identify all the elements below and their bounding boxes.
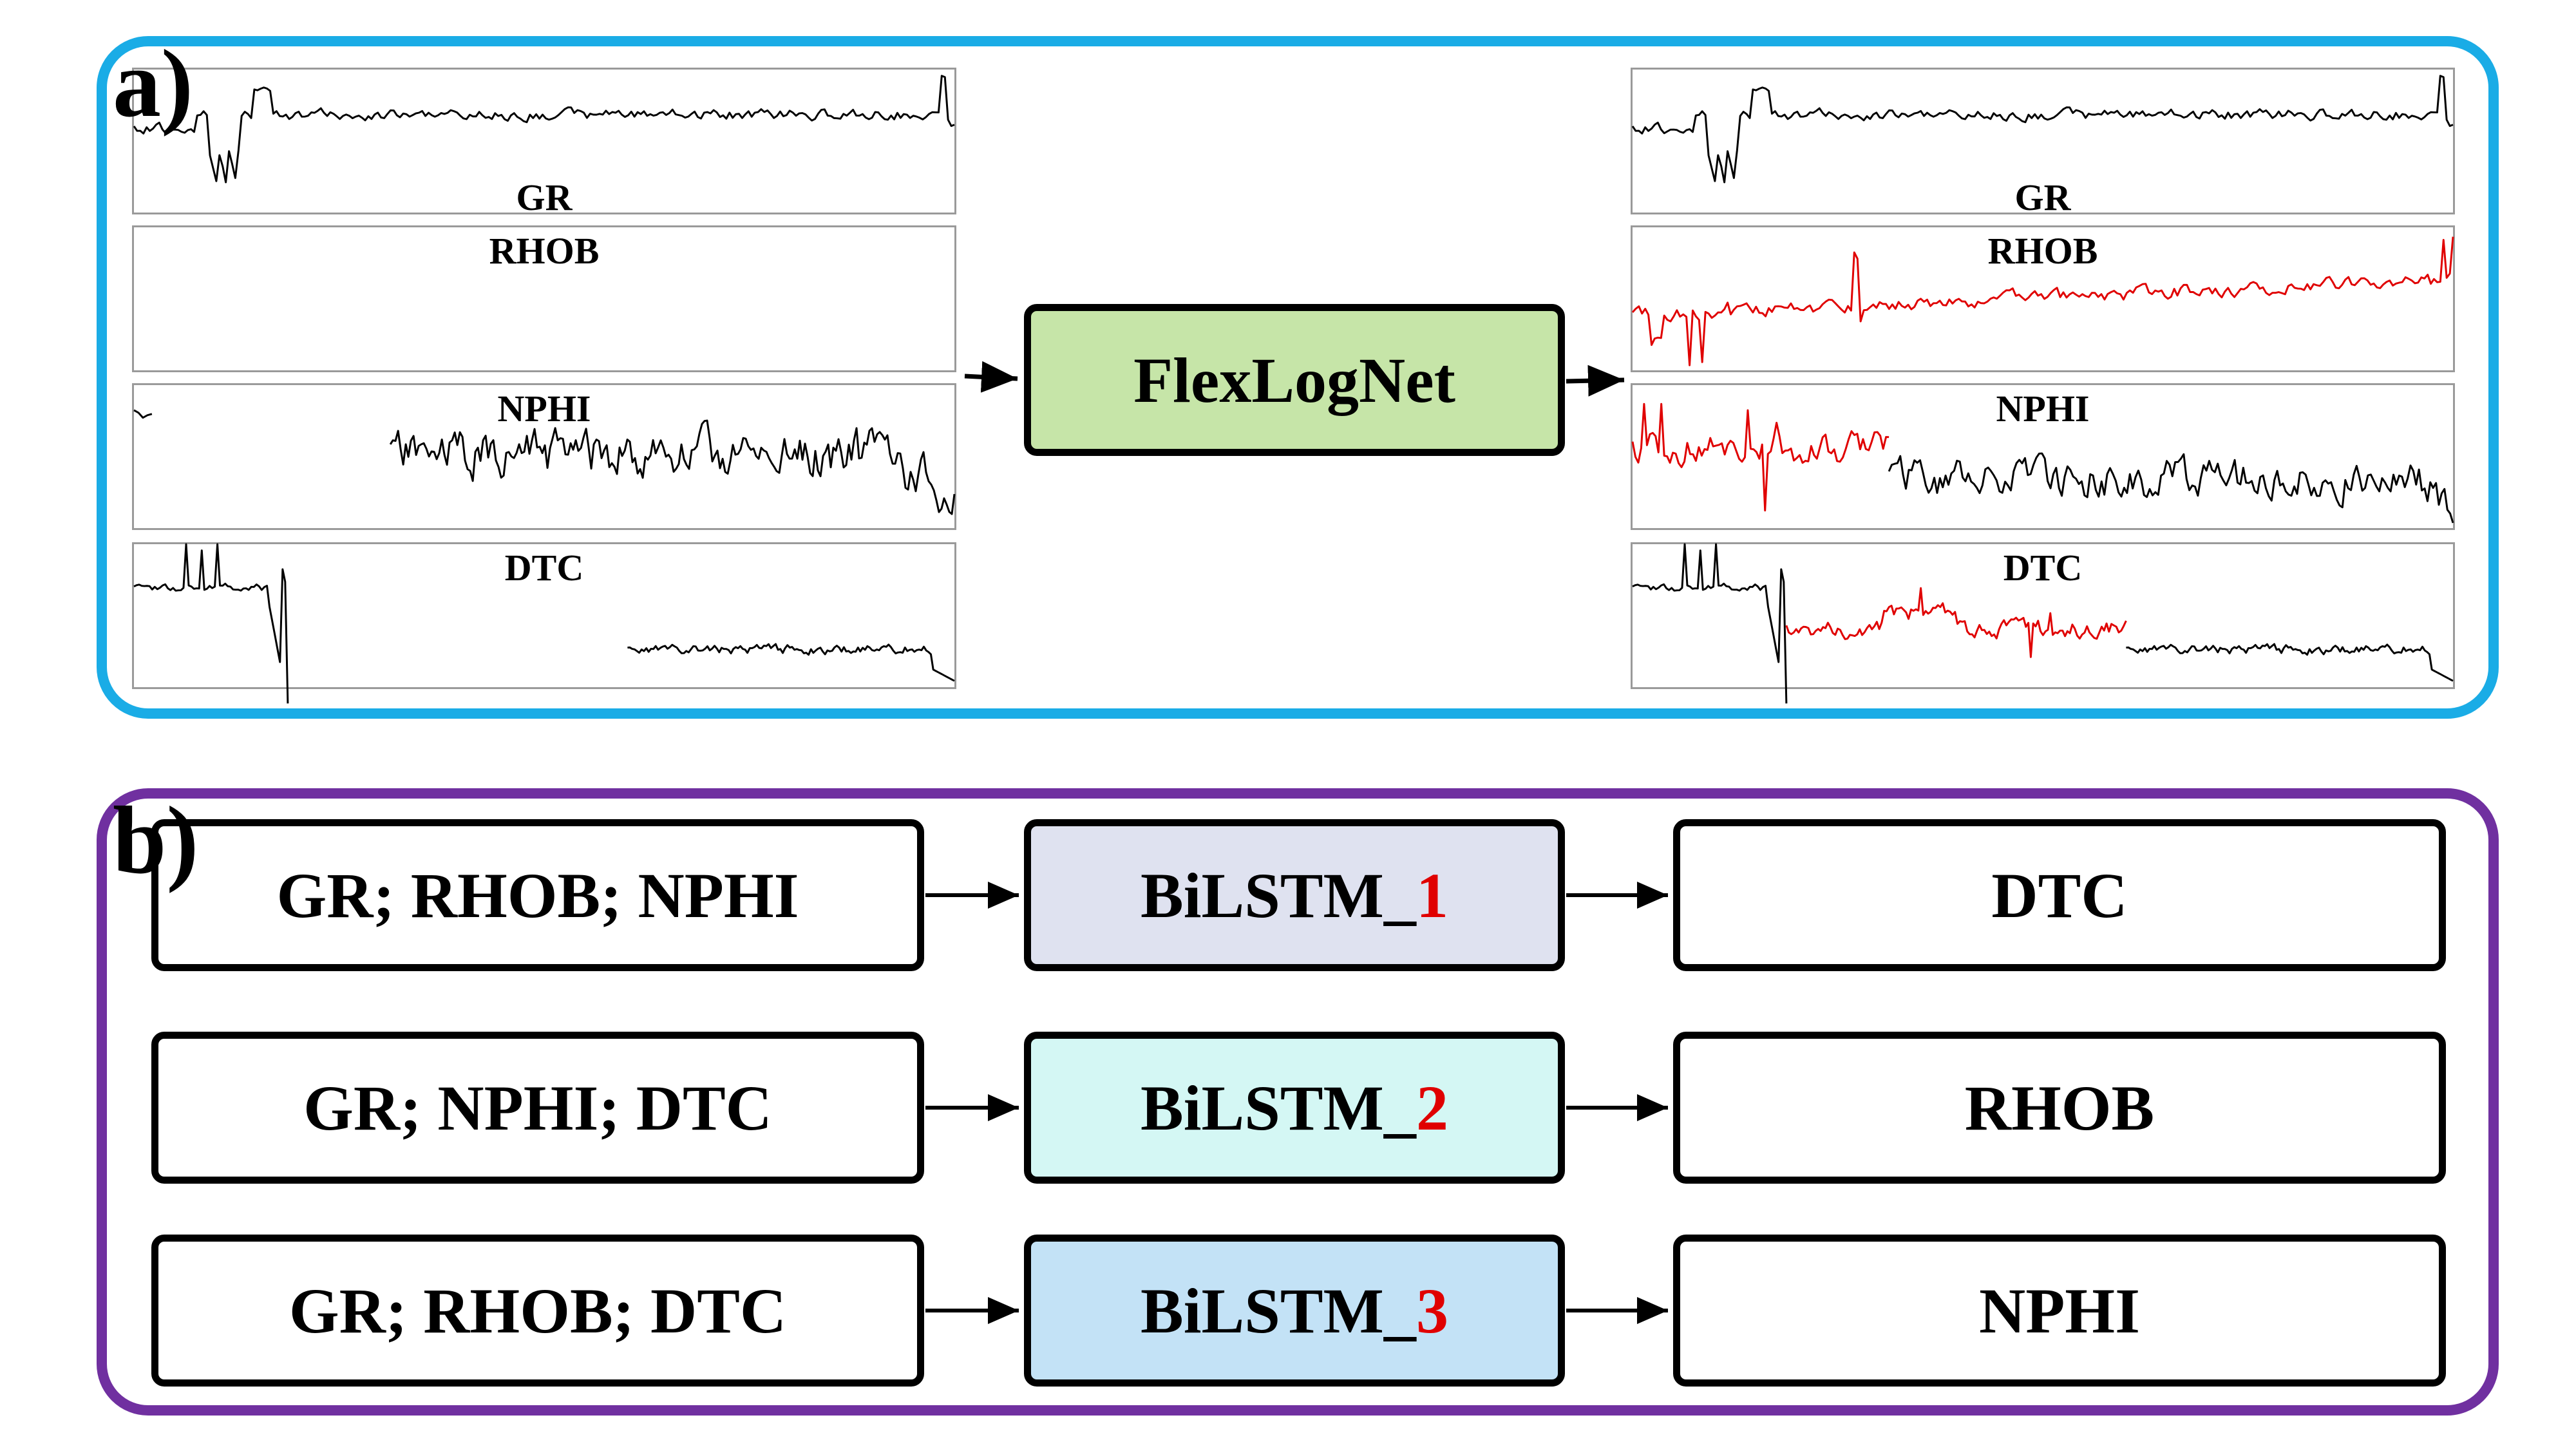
bilstm-2-index: 2 (1416, 1072, 1448, 1144)
panel-a-tag: a) (113, 30, 193, 137)
output-rhob-trace (1631, 236, 2454, 366)
target-label-1: DTC (1991, 859, 2128, 931)
target-box-3: NPHI (1673, 1235, 2446, 1387)
output-dtc-measured-early (1632, 543, 1788, 704)
output-dtc-predicted (1785, 587, 2127, 658)
output-dtc-measured-late (2126, 643, 2454, 682)
bilstm-1-index: 1 (1416, 859, 1448, 931)
input-log-label-rhob: RHOB (489, 230, 600, 272)
output-dtc-trace (1632, 543, 2454, 704)
flexlognet-box: FlexLogNet (1024, 304, 1565, 456)
output-gr-trace (1631, 75, 2454, 184)
bilstm-3-prefix: BiLSTM_ (1141, 1274, 1416, 1347)
bilstm-3-box: BiLSTM_3 (1024, 1235, 1565, 1387)
output-log-plot-gr: GR (1631, 68, 2455, 218)
output-log-label-nphi: NPHI (1996, 388, 2090, 430)
output-nphi-measured (1888, 452, 2454, 524)
bilstm-3-index: 3 (1416, 1274, 1448, 1347)
output-log-label-dtc: DTC (2003, 547, 2083, 589)
output-log-plot-dtc: DTC (1631, 542, 2455, 704)
input-dtc-early (133, 543, 289, 704)
input-dtc-late (627, 643, 955, 682)
target-box-2: RHOB (1673, 1032, 2446, 1184)
input-log-plot-gr: GR (132, 68, 956, 218)
panel-b-tag: b) (113, 787, 199, 894)
input-gr-trace (133, 75, 955, 184)
input-dtc-trace (133, 543, 955, 704)
input-log-plot-dtc: DTC (132, 542, 956, 704)
output-nphi-predicted (1631, 402, 1889, 512)
input-log-plot-nphi: NPHI (132, 383, 956, 530)
input-set-label-3: GR; RHOB; DTC (289, 1274, 787, 1347)
input-set-label-2: GR; NPHI; DTC (303, 1072, 772, 1144)
target-label-2: RHOB (1964, 1072, 2155, 1144)
output-gr-series (1631, 75, 2454, 184)
panel-a-frame (97, 36, 2499, 719)
target-box-1: DTC (1673, 819, 2446, 971)
input-log-label-gr: GR (516, 176, 573, 218)
output-log-label-rhob: RHOB (1987, 230, 2098, 272)
input-set-box-2: GR; NPHI; DTC (151, 1032, 924, 1184)
input-gr-series (133, 75, 955, 184)
bilstm-2-box: BiLSTM_2 (1024, 1032, 1565, 1184)
input-nphi-trace (133, 409, 956, 515)
bilstm-1-box: BiLSTM_1 (1024, 819, 1565, 971)
bilstm-1-prefix: BiLSTM_ (1141, 859, 1416, 931)
output-log-plot-nphi: NPHI (1631, 383, 2455, 530)
input-set-box-1: GR; RHOB; NPHI (151, 819, 924, 971)
input-set-box-3: GR; RHOB; DTC (151, 1235, 924, 1387)
input-log-plot-rhob: RHOB (132, 225, 956, 372)
output-log-label-gr: GR (2014, 176, 2071, 218)
output-nphi-trace (1631, 402, 2454, 524)
bilstm-2-prefix: BiLSTM_ (1141, 1072, 1416, 1144)
flexlognet-label: FlexLogNet (1133, 344, 1455, 416)
input-log-label-nphi: NPHI (497, 388, 591, 430)
input-nphi-stub (133, 409, 153, 419)
input-nphi-series (389, 419, 956, 515)
output-rhob-predicted (1631, 236, 2454, 366)
input-set-label-1: GR; RHOB; NPHI (276, 859, 799, 931)
input-log-label-dtc: DTC (504, 547, 584, 589)
target-label-3: NPHI (1979, 1274, 2140, 1347)
panel-b-frame (97, 788, 2499, 1416)
output-log-plot-rhob: RHOB (1631, 225, 2455, 372)
